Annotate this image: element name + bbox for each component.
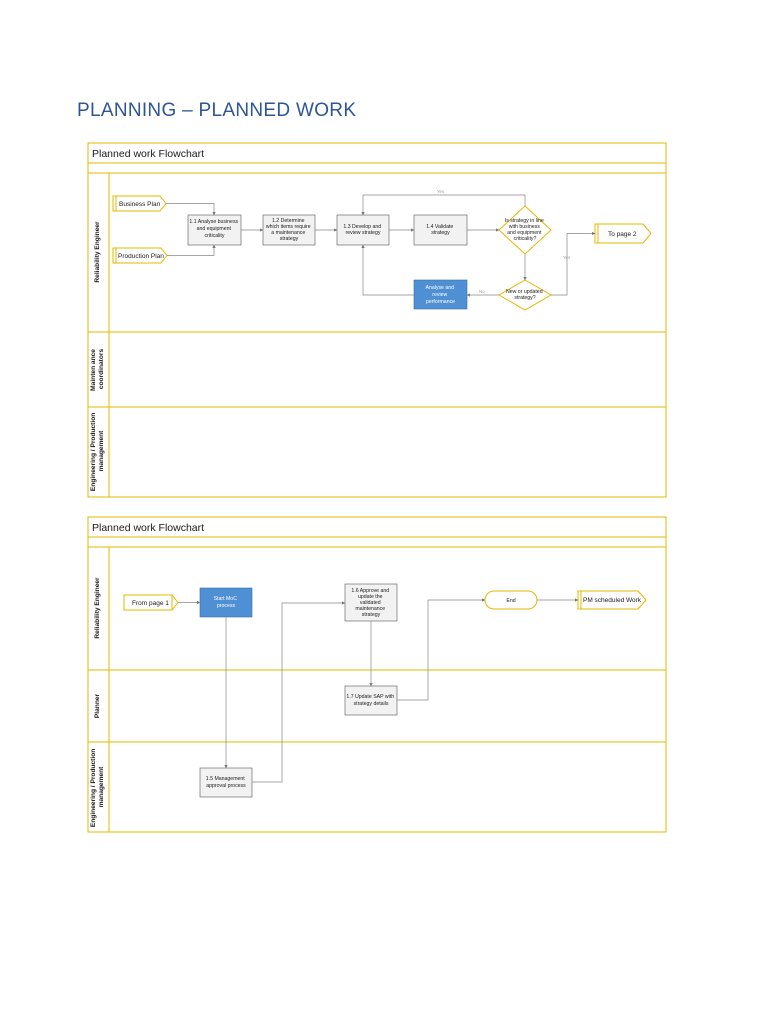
connector-analyse-to-1-3	[361, 244, 414, 296]
business-plan-label: Business Plan	[119, 201, 161, 208]
decision-strategy-in-line: Is strategy in line with business and eq…	[498, 205, 552, 255]
step-1-2-box: 1.2 Determine which items require a main…	[262, 214, 316, 246]
connector-1-5-to-1-6	[252, 601, 346, 783]
start-moc-process-label: Start MoC process	[214, 596, 239, 609]
lane-label-line: coordinators	[98, 349, 105, 390]
flowchart-2-frame	[87, 516, 667, 833]
step-1-1-box: 1.1 Analyse business and equipment criti…	[187, 214, 242, 246]
step-1-6-label: 1.6 Approve and update the validated mai…	[351, 588, 390, 618]
step-1-1-label: 1.1 Analyse business and equipment criti…	[189, 219, 239, 239]
lane-label-engineering-production-management: Engineering / Production management	[90, 411, 105, 491]
analyse-review-performance-label: Analyse and review performance	[425, 285, 455, 305]
pm-scheduled-work-label: PM scheduled Work	[583, 597, 642, 604]
lane-label-line: Engineering / Production	[90, 413, 97, 491]
connector-new-yes-to-page-2	[551, 231, 596, 296]
page-title: PLANNING – PLANNED WORK	[77, 100, 357, 121]
lane-label-line: management	[98, 766, 105, 807]
step-1-5-label: 1.5 Management approval process	[206, 776, 246, 789]
lane-label-line: Engineering / Production	[90, 749, 97, 827]
business-plan-input: Business Plan	[112, 195, 167, 212]
from-page-1-label: From page 1	[132, 600, 169, 607]
lane-label-line: Mainten ance	[90, 349, 97, 391]
to-page-2-label: To page 2	[608, 231, 637, 238]
step-1-7-box: 1.7 Update SAP with strategy details	[344, 685, 398, 716]
start-moc-process-box: Start MoC process	[199, 587, 253, 618]
connector-1-7-to-end	[397, 598, 486, 701]
decision-new-or-updated: New or updated strategy?	[497, 279, 553, 311]
decision-new-or-updated-label: New or updated strategy?	[506, 289, 544, 301]
analyse-review-performance-box: Analyse and review performance	[413, 279, 468, 310]
step-1-3-label: 1.3 Develop and review strategy	[343, 224, 382, 236]
lane-label-reliability-engineer: Reliability Engineer	[94, 577, 101, 639]
edge-label-no: No	[479, 289, 485, 294]
end-terminator: End	[484, 590, 538, 610]
flowchart-2: Planned work Flowchart Reliability Engin…	[87, 516, 667, 833]
step-1-6-box: 1.6 Approve and update the validated mai…	[344, 583, 398, 622]
connector-production-plan-to-1-1	[167, 244, 216, 256]
lane-label-engineering-production-management: Engineering / Production management	[90, 747, 105, 827]
flowchart-2-title: Planned work Flowchart	[92, 522, 204, 534]
production-plan-input: Production Plan	[112, 247, 168, 264]
step-1-4-label: 1.4 Validate strategy	[426, 224, 454, 236]
step-1-3-box: 1.3 Develop and review strategy	[336, 214, 390, 246]
step-1-2-label: 1.2 Determine which items require a main…	[266, 218, 312, 242]
lane-label-maintenance-coordinators: Mainten ance coordinators	[90, 347, 105, 391]
step-1-7-label: 1.7 Update SAP with strategy details	[346, 694, 395, 707]
to-page-2-connector: To page 2	[594, 223, 652, 244]
step-1-5-box: 1.5 Management approval process	[199, 767, 253, 798]
edge-label-yes: Yes	[437, 189, 445, 194]
end-label: End	[506, 598, 515, 604]
decision-strategy-in-line-label: Is strategy in line with business and eq…	[505, 218, 545, 242]
step-1-4-box: 1.4 Validate strategy	[413, 214, 468, 246]
pm-scheduled-work-connector: PM scheduled Work	[577, 590, 647, 610]
production-plan-label: Production Plan	[118, 253, 164, 260]
from-page-1-connector: From page 1	[123, 594, 179, 611]
edge-label-yes: Yes	[563, 255, 571, 260]
lane-label-reliability-engineer: Reliability Engineer	[94, 221, 101, 283]
flowchart-1-frame	[87, 142, 667, 498]
flowchart-1: Planned work Flowchart Reliability Engin…	[87, 142, 667, 498]
lane-label-line: management	[98, 430, 105, 471]
connector-decision-yes-loop	[361, 194, 526, 216]
connector-business-plan-to-1-1	[166, 203, 216, 216]
flowchart-1-title: Planned work Flowchart	[92, 148, 204, 160]
lane-label-planner: Planner	[94, 693, 101, 718]
